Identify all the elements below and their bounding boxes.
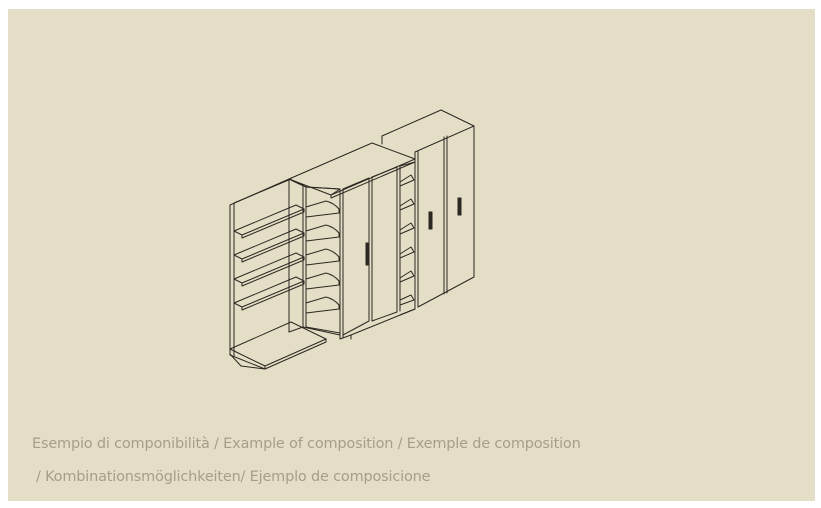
caption-line-1: Esempio di componibilità / Example of co…: [32, 436, 581, 452]
catalog-panel: Esempio di componibilità / Example of co…: [8, 9, 815, 501]
central-wardrobe: [339, 161, 416, 340]
corner-module: [288, 178, 341, 340]
corner-shelves: [305, 200, 340, 314]
open-bookcase: [229, 178, 327, 370]
end-shelves: [399, 174, 415, 306]
tall-wardrobe: [381, 109, 475, 310]
caption-line-2: / Kombinationsmöglichkeiten/ Ejemplo de …: [36, 469, 431, 485]
bookcase-shelves: [233, 204, 305, 311]
furniture-composition-drawing: [229, 109, 475, 370]
